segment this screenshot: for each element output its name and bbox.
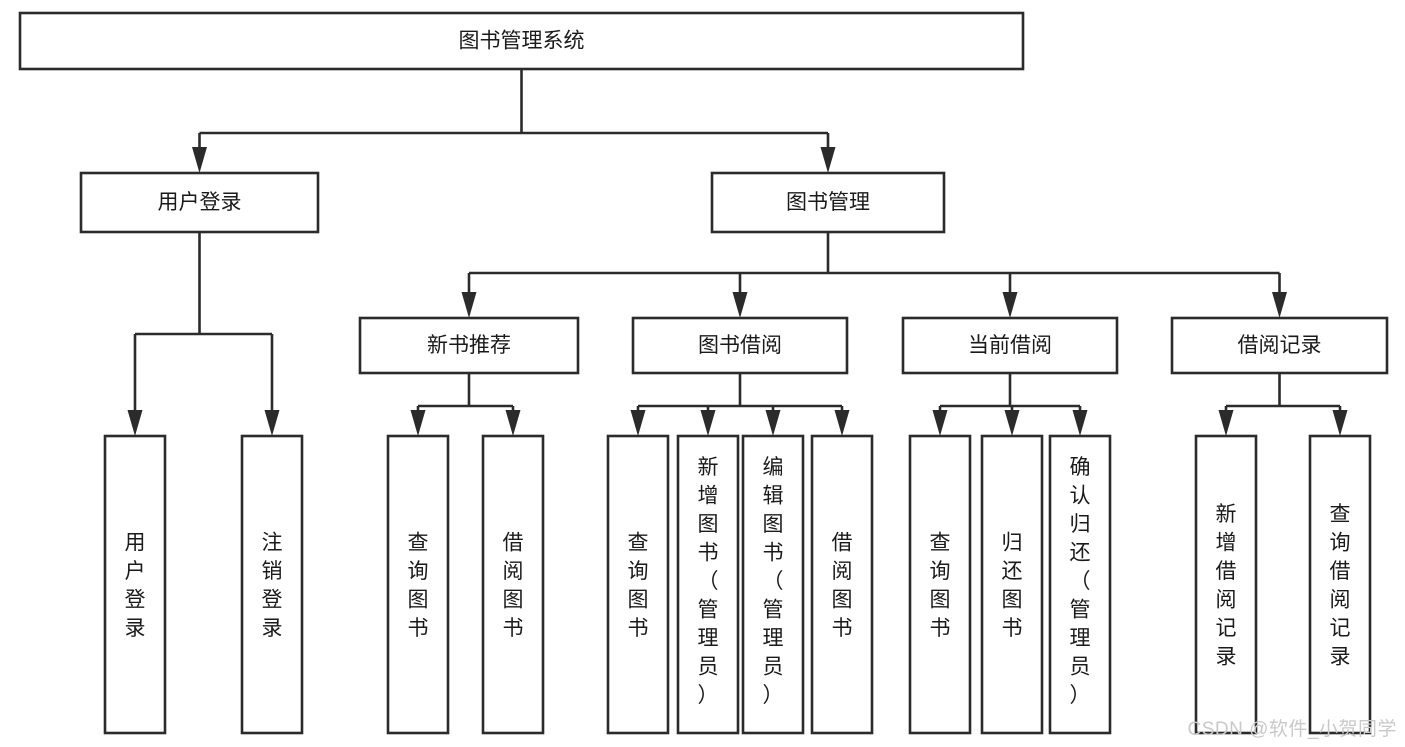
node-leaf[interactable]: 借阅图书 (481, 434, 545, 735)
node-leaf[interactable]: 查询图书 (606, 434, 670, 735)
node-label: 归还图书 (1002, 532, 1023, 641)
node-root[interactable]: 图书管理系统 (18, 11, 1025, 71)
node-label: 查询图书 (930, 532, 951, 641)
node-box[interactable] (676, 434, 740, 735)
node-label: 编辑图书（管理员） (763, 456, 784, 707)
arrow-head-icon (1218, 410, 1234, 436)
node-label: 图书借阅 (698, 334, 782, 357)
node-leaf[interactable]: 查询借阅记录 (1308, 434, 1372, 735)
node-box[interactable] (710, 171, 946, 234)
node-leaf[interactable]: 查询图书 (908, 434, 972, 735)
node-label: 查询借阅记录 (1330, 503, 1351, 669)
node-box[interactable] (741, 434, 805, 735)
node-leaf[interactable]: 用户登录 (103, 434, 167, 735)
arrow-head-icon (1332, 410, 1348, 436)
node-level3[interactable]: 当前借阅 (901, 316, 1119, 375)
arrow-head-icon (264, 410, 280, 436)
arrow-head-icon (630, 410, 646, 436)
node-leaf[interactable]: 注销登录 (240, 434, 304, 735)
node-label: 新增图书（管理员） (698, 456, 719, 707)
node-label: 新书推荐 (427, 334, 511, 357)
node-box[interactable] (901, 316, 1119, 375)
node-label: 用户登录 (158, 191, 242, 214)
node-leaf[interactable]: 新增借阅记录 (1194, 434, 1258, 735)
node-box[interactable] (1308, 434, 1372, 735)
node-label: 查询图书 (628, 532, 649, 641)
arrow-head-icon (461, 292, 477, 318)
node-label: 借阅图书 (832, 532, 853, 641)
node-level3[interactable]: 新书推荐 (358, 316, 580, 375)
node-layer: 图书管理系统用户登录图书管理新书推荐图书借阅当前借阅借阅记录用户登录注销登录查询… (18, 11, 1389, 735)
node-box[interactable] (1170, 316, 1389, 375)
connector-layer (127, 69, 1348, 436)
node-box[interactable] (606, 434, 670, 735)
node-box[interactable] (810, 434, 874, 735)
node-box[interactable] (386, 434, 450, 735)
node-label: 查询图书 (408, 532, 429, 641)
arrow-head-icon (1072, 410, 1088, 436)
node-leaf[interactable]: 借阅图书 (810, 434, 874, 735)
node-label: 借阅记录 (1238, 334, 1322, 357)
node-box[interactable] (79, 171, 320, 234)
node-level3[interactable]: 借阅记录 (1170, 316, 1389, 375)
arrow-head-icon (1272, 292, 1287, 318)
node-box[interactable] (1194, 434, 1258, 735)
node-level3[interactable]: 图书借阅 (631, 316, 849, 375)
node-box[interactable] (240, 434, 304, 735)
arrow-head-icon (1004, 410, 1020, 436)
node-leaf[interactable]: 确认归还（管理员） (1048, 434, 1112, 735)
node-box[interactable] (358, 316, 580, 375)
node-level2[interactable]: 图书管理 (710, 171, 946, 234)
arrow-head-icon (834, 410, 850, 436)
node-leaf[interactable]: 编辑图书（管理员） (741, 434, 805, 735)
node-label: 借阅图书 (503, 532, 524, 641)
arrow-head-icon (505, 410, 521, 436)
node-box[interactable] (631, 316, 849, 375)
node-label: 当前借阅 (968, 334, 1052, 357)
node-box[interactable] (481, 434, 545, 735)
node-box[interactable] (18, 11, 1025, 71)
node-label: 图书管理系统 (459, 30, 585, 53)
node-label: 确认归还（管理员） (1070, 456, 1091, 707)
arrow-head-icon (127, 410, 143, 436)
node-label: 新增借阅记录 (1216, 503, 1237, 669)
node-label: 注销登录 (262, 532, 283, 641)
arrow-head-icon (820, 147, 836, 173)
arrow-head-icon (932, 410, 948, 436)
node-box[interactable] (908, 434, 972, 735)
arrow-head-icon (732, 292, 748, 318)
node-leaf[interactable]: 归还图书 (980, 434, 1044, 735)
node-label: 图书管理 (786, 191, 870, 214)
arrow-head-icon (192, 147, 207, 173)
arrow-head-icon (700, 410, 716, 436)
arrow-head-icon (410, 410, 426, 436)
node-box[interactable] (980, 434, 1044, 735)
node-label: 用户登录 (125, 532, 146, 641)
node-level2[interactable]: 用户登录 (79, 171, 320, 234)
node-leaf[interactable]: 新增图书（管理员） (676, 434, 740, 735)
arrow-head-icon (765, 410, 781, 436)
node-box[interactable] (1048, 434, 1112, 735)
arrow-head-icon (1002, 292, 1018, 318)
node-leaf[interactable]: 查询图书 (386, 434, 450, 735)
node-box[interactable] (103, 434, 167, 735)
